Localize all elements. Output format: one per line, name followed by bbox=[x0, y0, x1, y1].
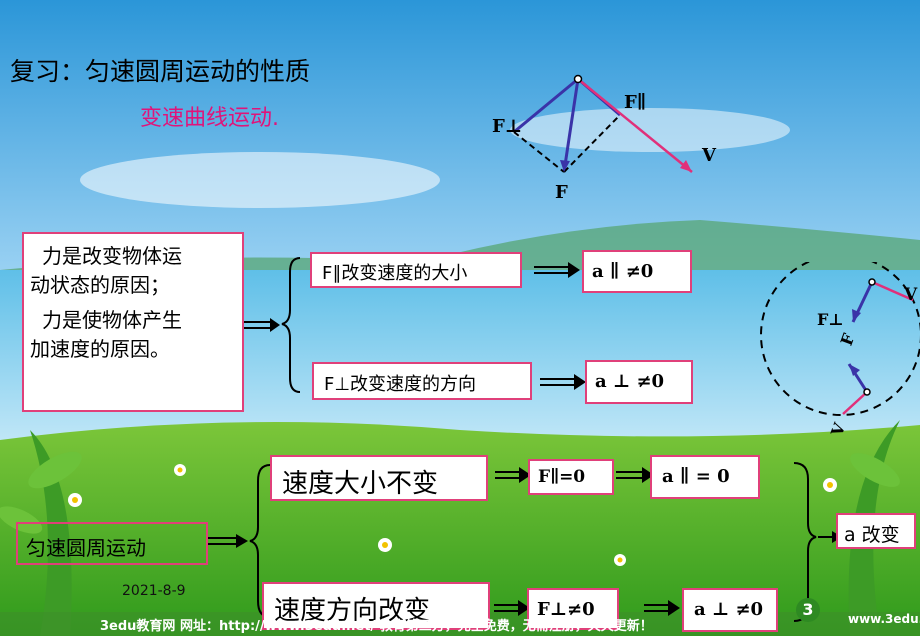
f-vector bbox=[562, 78, 580, 173]
label-f-par: F∥ bbox=[624, 92, 647, 113]
arrow-lower-2 bbox=[616, 467, 654, 483]
f-par-role-box: F∥改变速度的大小 bbox=[310, 252, 522, 288]
uniform-circular-motion-text: 匀速圆周运动 bbox=[26, 536, 146, 560]
a-par-zero-box: a ∥ = 0 bbox=[650, 455, 760, 499]
slide-subtitle: 变速曲线运动. bbox=[140, 106, 279, 131]
f-perp-vector bbox=[513, 77, 579, 134]
circle-label-f-perp: F⊥ bbox=[817, 310, 844, 329]
explanation-line-3: 力是使物体产生 bbox=[42, 308, 182, 332]
f-par-role-text: F∥改变速度的大小 bbox=[322, 263, 468, 284]
a-perp-nonzero-text: a ⊥ ≠0 bbox=[694, 599, 764, 620]
arrow-upper-2 bbox=[540, 374, 586, 390]
slide-date: 2021-8-9 bbox=[122, 583, 186, 599]
v-vector-bottom bbox=[842, 391, 868, 415]
v-arrowhead bbox=[680, 160, 692, 172]
uniform-circular-motion-box: 匀速圆周运动 bbox=[16, 522, 208, 565]
speed-constant-text: 速度大小不变 bbox=[282, 469, 439, 499]
a-changes-text: a 改变 bbox=[844, 524, 900, 546]
arrow-lower-3 bbox=[494, 600, 530, 616]
f-perp-role-box: F⊥改变速度的方向 bbox=[312, 362, 532, 400]
arrow-lower-1 bbox=[495, 467, 531, 483]
arrow-upper-1 bbox=[534, 262, 580, 278]
direction-change-box: 速度方向改变 bbox=[262, 582, 490, 630]
a-par-zero-text: a ∥ = 0 bbox=[662, 466, 730, 487]
f-par-zero-text: F∥=0 bbox=[538, 467, 586, 487]
speed-constant-box: 速度大小不变 bbox=[270, 455, 488, 501]
v-vector-top bbox=[871, 280, 914, 302]
explanation-line-2: 动状态的原因； bbox=[30, 273, 170, 297]
a-perp-nonzero-box: a ⊥ ≠0 bbox=[682, 588, 778, 632]
circle-label-v: V bbox=[904, 285, 918, 305]
a-changes-box: a 改变 bbox=[836, 513, 916, 549]
a-par-box: a ∥ ≠0 bbox=[582, 250, 692, 293]
f-par-zero-box: F∥=0 bbox=[528, 459, 614, 495]
slide-title: 复习：匀速圆周运动的性质 bbox=[10, 57, 311, 86]
a-par-text: a ∥ ≠0 bbox=[592, 261, 654, 282]
page-number-badge: 3 bbox=[796, 598, 820, 622]
dashed-line-2 bbox=[563, 114, 621, 173]
label-f: F bbox=[555, 182, 568, 203]
label-f-perp: F⊥ bbox=[492, 116, 523, 137]
f-arrowhead bbox=[560, 160, 570, 172]
upper-brace bbox=[244, 257, 301, 393]
site-mark: www.3edu.net bbox=[848, 612, 920, 626]
direction-change-text: 速度方向改变 bbox=[274, 596, 431, 626]
f-perp-nonzero-text: F⊥≠0 bbox=[537, 599, 595, 620]
a-perp-box: a ⊥ ≠0 bbox=[585, 360, 693, 404]
origin-point bbox=[573, 74, 583, 84]
dashed-line-1 bbox=[513, 131, 565, 173]
footer-bar-text: 3edu教育网 网址：http://www.3edu.net/ 教育第三方，完全… bbox=[100, 619, 653, 634]
v-vector bbox=[577, 78, 693, 173]
force-decomposition-diagram bbox=[513, 74, 693, 173]
a-perp-text: a ⊥ ≠0 bbox=[595, 371, 665, 392]
f-perp-role-text: F⊥改变速度的方向 bbox=[324, 374, 477, 395]
explanation-line-4: 加速度的原因。 bbox=[30, 337, 170, 361]
f-perp-nonzero-box: F⊥≠0 bbox=[527, 588, 619, 630]
label-v: V bbox=[702, 145, 716, 166]
arrow-lower-4 bbox=[644, 600, 680, 616]
circular-motion-diagram bbox=[760, 262, 920, 416]
lower-brace bbox=[208, 464, 271, 618]
explanation-line-1: 力是改变物体运 bbox=[42, 244, 182, 268]
force-explanation-box: 力是改变物体运 动状态的原因； 力是使物体产生 加速度的原因。 bbox=[22, 232, 244, 412]
